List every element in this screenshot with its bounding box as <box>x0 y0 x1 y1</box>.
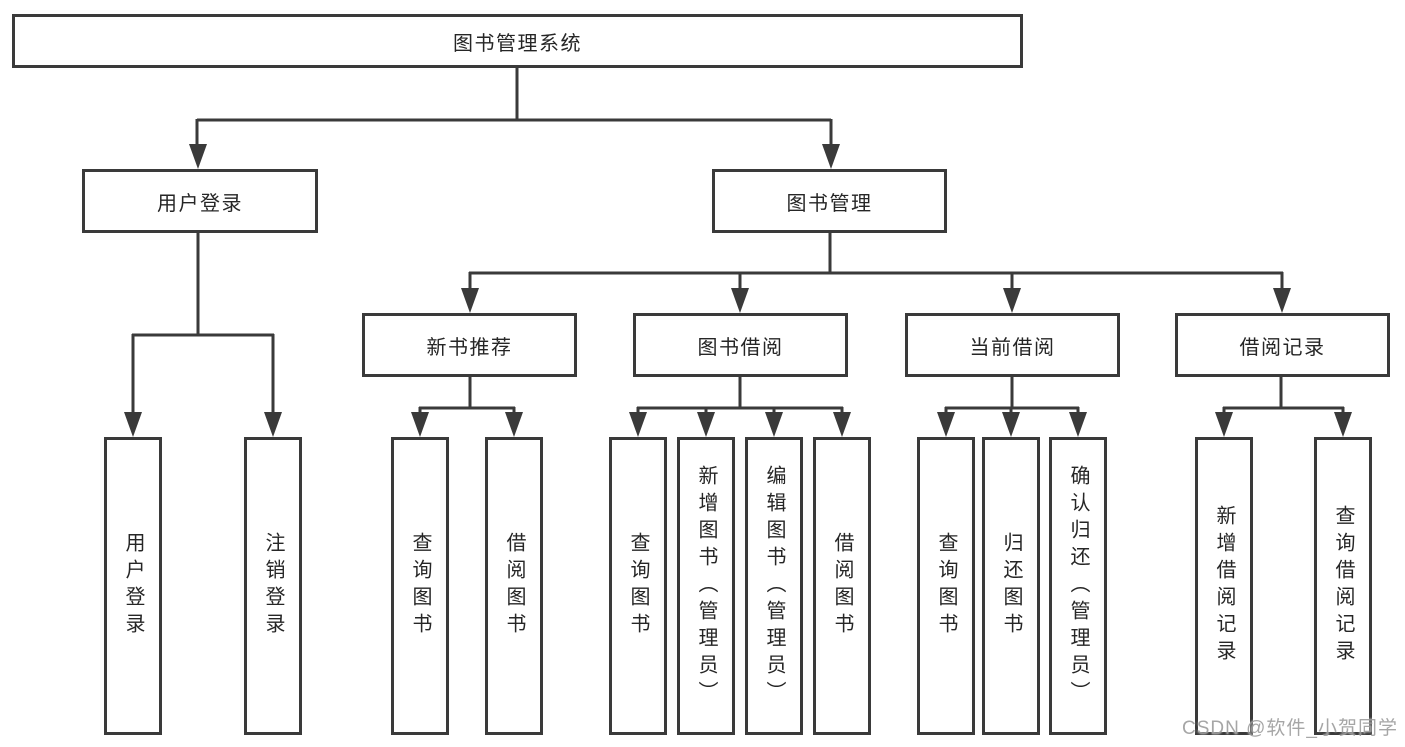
leaf-record-add-borrow-record: 新增借阅记录 <box>1195 437 1253 735</box>
node-new-book-recommend: 新书推荐 <box>362 313 577 377</box>
node-root-system: 图书管理系统 <box>12 14 1023 68</box>
leaf-borrow-borrow-book: 借阅图书 <box>813 437 871 735</box>
leaf-borrow-edit-book-admin: 编辑图书（管理员） <box>745 437 803 735</box>
leaf-current-return-book: 归还图书 <box>982 437 1040 735</box>
node-current-borrow: 当前借阅 <box>905 313 1120 377</box>
node-book-management: 图书管理 <box>712 169 947 233</box>
node-book-borrow: 图书借阅 <box>633 313 848 377</box>
leaf-current-query-book: 查询图书 <box>917 437 975 735</box>
node-borrow-record: 借阅记录 <box>1175 313 1390 377</box>
leaf-newbook-query-book: 查询图书 <box>391 437 449 735</box>
leaf-borrow-query-book: 查询图书 <box>609 437 667 735</box>
csdn-watermark: CSDN @软件_小贺同学 <box>1182 718 1398 739</box>
node-user-login: 用户登录 <box>82 169 318 233</box>
leaf-newbook-borrow-book: 借阅图书 <box>485 437 543 735</box>
leaf-borrow-add-book-admin: 新增图书（管理员） <box>677 437 735 735</box>
leaf-user-login: 用户登录 <box>104 437 162 735</box>
leaf-record-query-borrow-record: 查询借阅记录 <box>1314 437 1372 735</box>
leaf-logout: 注销登录 <box>244 437 302 735</box>
leaf-current-confirm-return-admin: 确认归还（管理员） <box>1049 437 1107 735</box>
